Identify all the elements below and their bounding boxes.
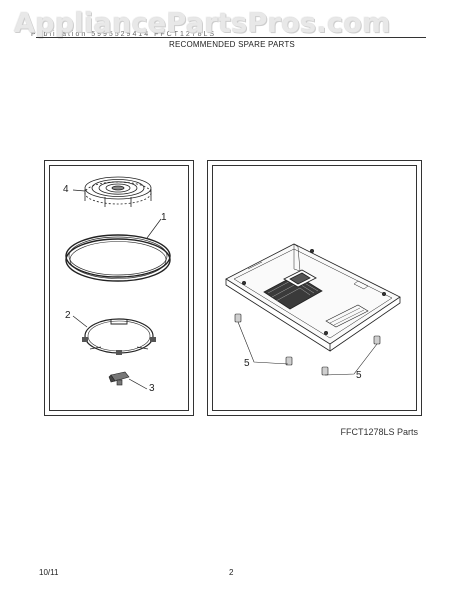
part-3-drawing [108, 371, 130, 386]
cabinet-base-drawing [225, 243, 401, 352]
site-watermark: AppliancePartsPros.com [14, 8, 391, 39]
model-caption: FFCT1278LS Parts [340, 427, 418, 437]
header-divider [36, 37, 426, 38]
callout-3: 3 [149, 383, 155, 394]
part-1-drawing [65, 234, 171, 282]
callout-5-left: 5 [244, 358, 250, 369]
part-5-feet [234, 313, 381, 376]
turntable-parts-illustration [65, 176, 171, 390]
part-4-drawing [84, 176, 152, 207]
callout-2: 2 [65, 310, 71, 321]
callout-1: 1 [161, 212, 167, 223]
callout-5-right: 5 [356, 370, 362, 381]
footer-date: 10/11 [39, 568, 59, 577]
leader-4 [72, 189, 86, 192]
leader-3 [128, 378, 148, 390]
page-number: 2 [229, 568, 234, 577]
publication-header: Publication 5995529414 FFCT1278LS [31, 31, 217, 38]
section-title: RECOMMENDED SPARE PARTS [169, 40, 295, 49]
cabinet-illustration [225, 243, 401, 376]
panel-inner-border [212, 165, 417, 411]
turntable-parts-panel: 4 1 2 3 [44, 160, 194, 416]
cabinet-parts-panel: 5 5 [207, 160, 422, 416]
part-2-drawing [82, 318, 156, 355]
leaders-5 [237, 321, 378, 376]
leader-1 [146, 218, 162, 239]
leader-2 [72, 315, 88, 328]
callout-4: 4 [63, 184, 69, 195]
panel-inner-border [49, 165, 189, 411]
